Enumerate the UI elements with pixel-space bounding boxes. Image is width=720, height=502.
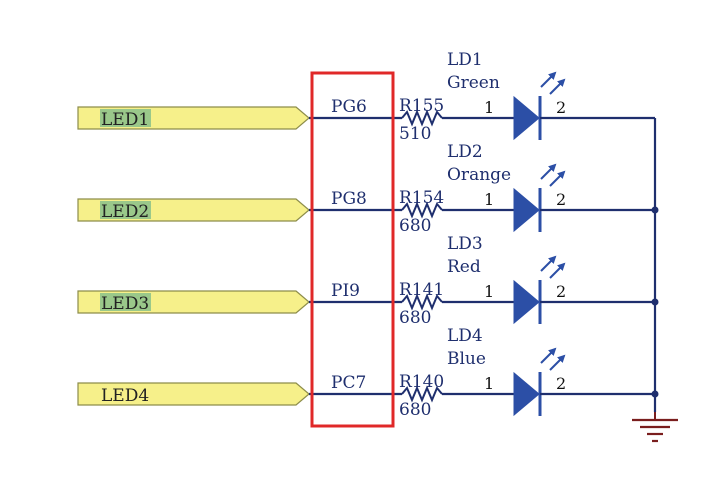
led-color-label: Orange	[447, 165, 511, 185]
resistor-designator: R140	[399, 372, 444, 392]
resistor-symbol	[401, 109, 443, 127]
light-arrow	[549, 170, 566, 187]
led-diode-symbol	[513, 95, 540, 141]
light-arrow	[549, 262, 566, 279]
resistor-designator: R154	[399, 188, 444, 208]
led-pin2-label: 2	[556, 374, 566, 393]
led-color-label: Blue	[447, 349, 486, 369]
led-color-label: Green	[447, 73, 500, 93]
light-arrow	[540, 255, 557, 272]
led-diode-symbol	[513, 279, 540, 325]
light-arrow	[540, 163, 557, 180]
led-designator: LD2	[447, 142, 483, 162]
port-label: LED2	[101, 202, 149, 222]
resistor-designator: R155	[399, 96, 444, 116]
highlight-box	[310, 71, 395, 428]
led-pin1-label: 1	[484, 282, 494, 301]
led-diode-symbol	[513, 371, 540, 417]
resistor-symbol	[401, 293, 443, 311]
mcu-pin-label: PI9	[331, 281, 360, 301]
led-diode-symbol	[513, 187, 540, 233]
led-pin2-label: 2	[556, 282, 566, 301]
resistor-value: 510	[399, 124, 431, 144]
led-designator: LD3	[447, 234, 483, 254]
mcu-pin-label: PG8	[331, 189, 367, 209]
light-arrow	[540, 71, 557, 88]
resistor-value: 680	[399, 400, 431, 420]
led-pin1-label: 1	[484, 98, 494, 117]
led-pin1-label: 1	[484, 190, 494, 209]
net-port-shape	[77, 382, 310, 406]
led-pin2-label: 2	[556, 190, 566, 209]
mcu-pin-label: PG6	[331, 97, 367, 117]
port-label: LED3	[101, 294, 149, 314]
mcu-pin-label: PC7	[331, 373, 366, 393]
port-label-highlight	[100, 109, 151, 127]
light-arrow	[549, 354, 566, 371]
port-label-highlight	[100, 201, 151, 219]
ground-icon	[632, 412, 678, 443]
port-label-highlight	[100, 293, 151, 311]
light-arrow	[540, 347, 557, 364]
resistor-symbol	[401, 385, 443, 403]
resistor-value: 680	[399, 308, 431, 328]
light-arrow	[549, 78, 566, 95]
led-designator: LD1	[447, 50, 483, 70]
port-label: LED1	[101, 110, 149, 130]
resistor-symbol	[401, 201, 443, 219]
resistor-designator: R141	[399, 280, 444, 300]
led-pin2-label: 2	[556, 98, 566, 117]
resistor-value: 680	[399, 216, 431, 236]
led-designator: LD4	[447, 326, 483, 346]
port-label: LED4	[101, 386, 149, 406]
led-pin1-label: 1	[484, 374, 494, 393]
led-color-label: Red	[447, 257, 481, 277]
